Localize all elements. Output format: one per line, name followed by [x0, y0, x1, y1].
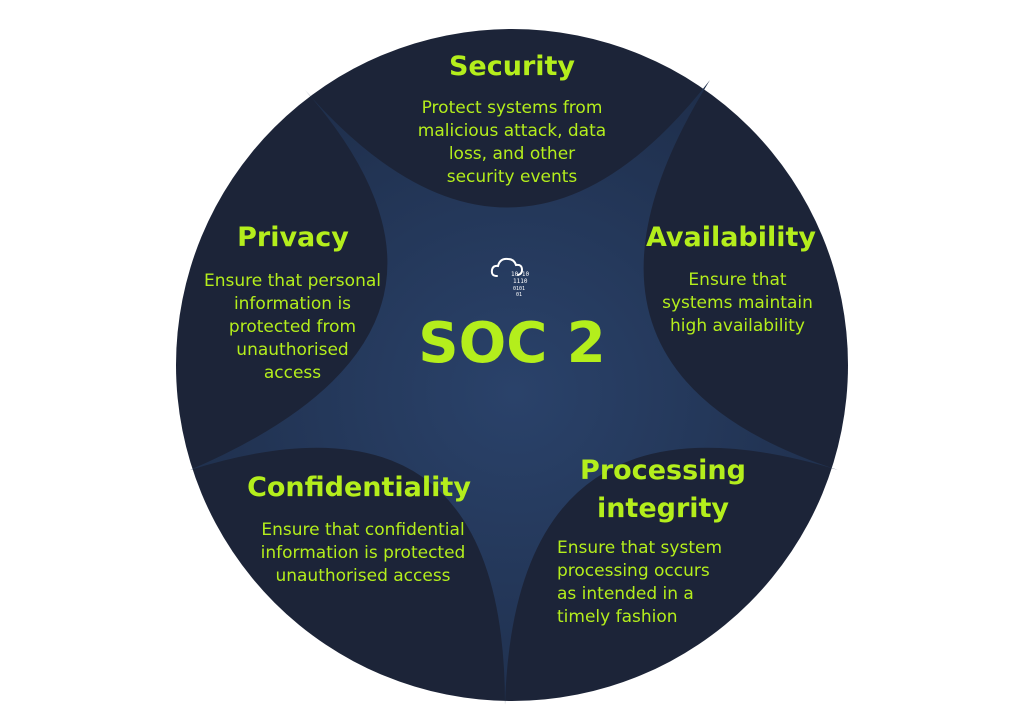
- cloud-digits-row-1: 10 10: [511, 271, 529, 278]
- soc2-title: SOC 2: [418, 311, 606, 376]
- availability-title: Availability: [645, 222, 817, 253]
- cloud-digits-row-4: 01: [516, 292, 522, 298]
- confidentiality-title: Confidentiality: [247, 472, 471, 503]
- center-star: [190, 80, 838, 705]
- privacy-title: Privacy: [237, 222, 349, 253]
- processing-integrity-description: Ensure that system processing occurs as …: [557, 538, 723, 627]
- confidentiality-description: Ensure that confidential information is …: [260, 520, 466, 586]
- cloud-digits-row-2: 1110: [513, 278, 528, 285]
- cloud-digits-row-3: 0101: [513, 286, 525, 292]
- security-title: Security: [448, 51, 576, 82]
- security-description: Protect systems from malicious attack, d…: [417, 98, 607, 187]
- privacy-description: Ensure that personal information is prot…: [204, 271, 381, 383]
- availability-description: Ensure that systems maintain high availa…: [662, 270, 813, 336]
- processing-integrity-title: Processing integrity: [580, 455, 746, 524]
- cloud-binary-icon: 10 10 1110 0101 01: [490, 257, 529, 298]
